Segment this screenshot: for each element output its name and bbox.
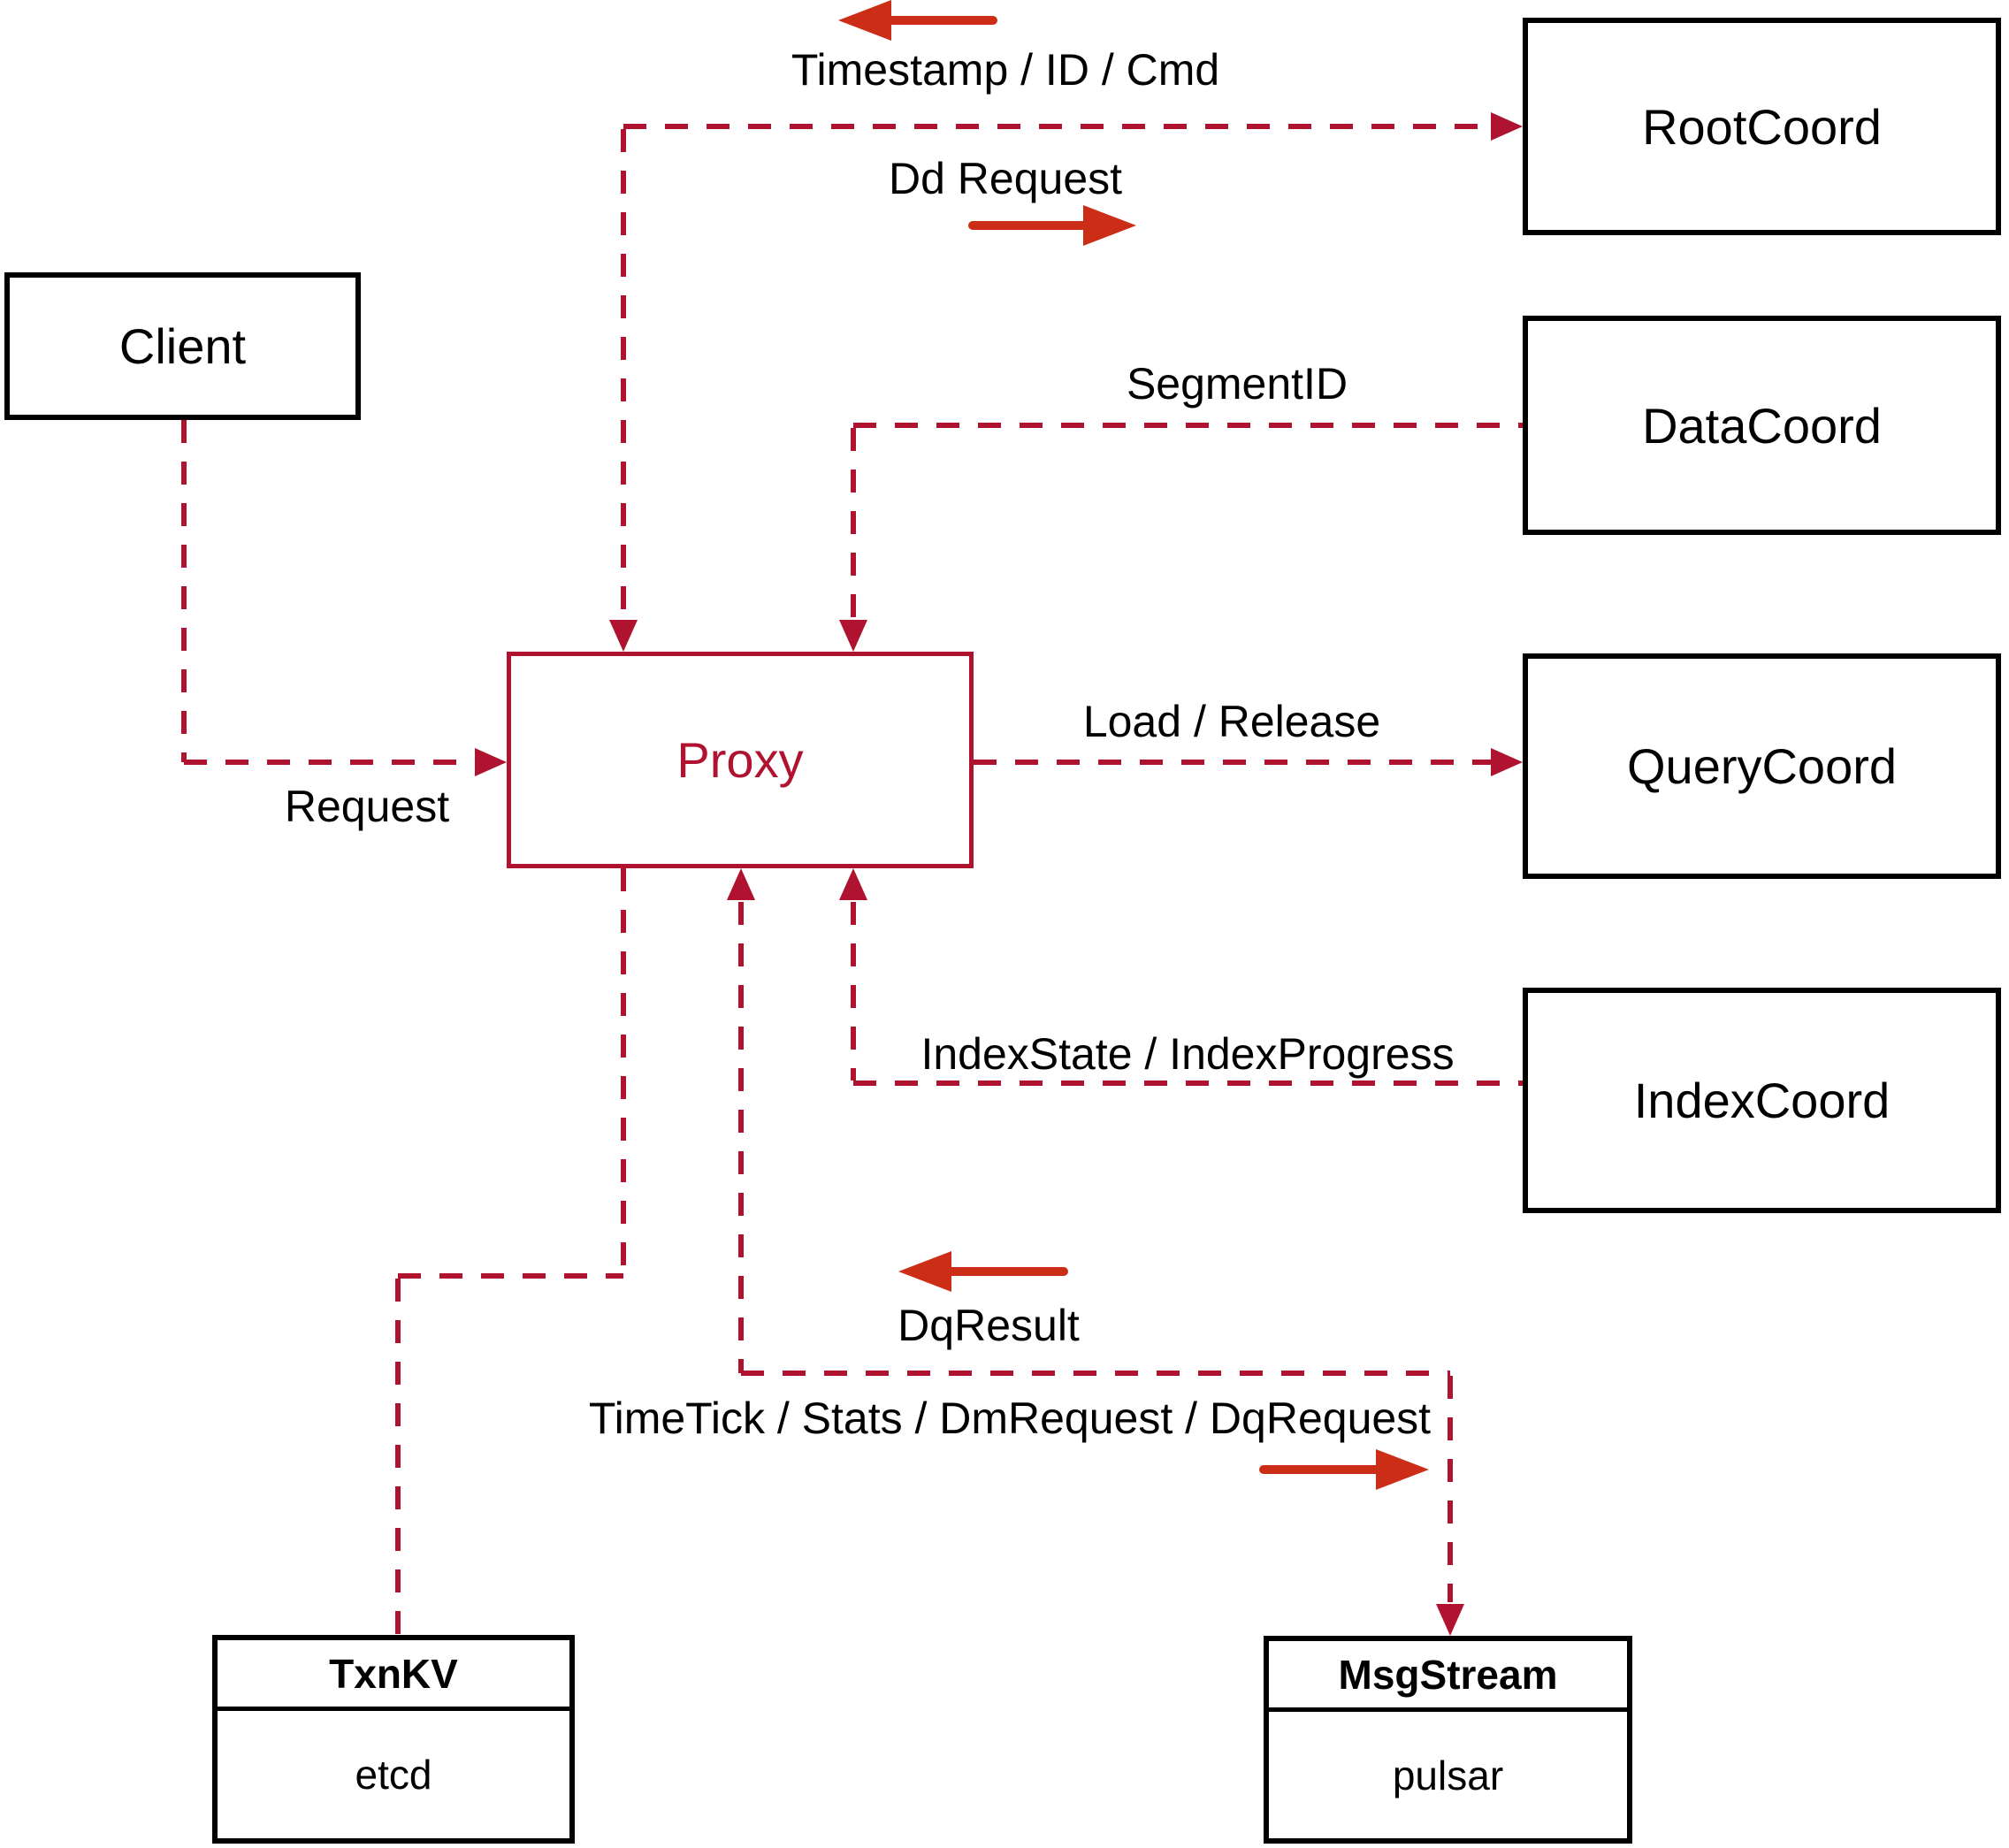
querycoord-label: QueryCoord (1626, 738, 1898, 794)
datacoord-label: DataCoord (1642, 397, 1882, 454)
msgstream-to-proxy-direction-arrow-icon (898, 1251, 1068, 1292)
datacoord-node: DataCoord (1523, 316, 2001, 535)
indexcoord-node: IndexCoord (1523, 988, 2001, 1213)
proxy-label: Proxy (676, 732, 804, 788)
txnkv-title: TxnKV (218, 1640, 569, 1711)
msgstream-node: MsgStream pulsar (1264, 1636, 1632, 1844)
edge-proxy-msgstream-vertical1 (738, 902, 744, 1373)
proxy-node: Proxy (507, 652, 974, 868)
arrowhead-into-proxy-top-left (609, 620, 638, 652)
indexcoord-label: IndexCoord (1633, 1073, 1891, 1128)
arrowhead-into-rootcoord (1491, 112, 1523, 141)
edge-proxy-msgstream-horizontal (741, 1371, 1450, 1376)
edge-proxy-txnkv-horizontal (398, 1273, 623, 1279)
rootcoord-label: RootCoord (1642, 98, 1882, 155)
edge-datacoord-proxy-vertical (851, 428, 856, 618)
edge-indexcoord-proxy-horizontal (853, 1081, 1523, 1086)
arrowhead-into-proxy-bottom-left (727, 868, 755, 900)
edge-proxy-rootcoord-horizontal (623, 124, 1491, 129)
proxy-to-msgstream-direction-arrow-icon (1259, 1449, 1429, 1490)
client-node: Client (4, 272, 361, 420)
arrowhead-into-msgstream (1436, 1604, 1464, 1636)
edge-client-proxy-horizontal (184, 760, 475, 765)
edge-proxy-querycoord-horizontal (974, 760, 1491, 765)
edge-indexcoord-proxy-vertical (851, 902, 856, 1081)
edge-label-dq-result: DqResult (898, 1301, 1080, 1350)
edge-client-proxy-vertical (181, 420, 187, 762)
edge-proxy-msgstream-vertical2 (1448, 1376, 1453, 1602)
msgstream-title: MsgStream (1269, 1641, 1627, 1712)
edge-proxy-txnkv-vertical1 (621, 868, 626, 1276)
txnkv-impl: etcd (355, 1752, 432, 1798)
edge-label-index-state: IndexState / IndexProgress (920, 1029, 1455, 1079)
arrowhead-into-proxy-left (475, 748, 507, 776)
edge-label-dd-request: Dd Request (888, 154, 1123, 203)
edge-proxy-rootcoord-vertical (621, 129, 626, 618)
rootcoord-node: RootCoord (1523, 18, 2001, 235)
edge-label-request: Request (284, 782, 450, 831)
arrowhead-into-proxy-bottom-right (839, 868, 867, 900)
txnkv-node: TxnKV etcd (212, 1635, 575, 1844)
edge-label-time-tick: TimeTick / Stats / DmRequest / DqRequest (588, 1394, 1432, 1443)
edge-label-load-release: Load / Release (1082, 697, 1381, 746)
edge-label-segment-id: SegmentID (1126, 359, 1348, 409)
client-label: Client (118, 318, 247, 374)
rootcoord-to-proxy-direction-arrow-icon (838, 0, 997, 41)
edge-proxy-txnkv-vertical2 (395, 1279, 401, 1635)
edge-datacoord-proxy-horizontal (853, 423, 1523, 428)
msgstream-impl: pulsar (1392, 1752, 1504, 1798)
querycoord-node: QueryCoord (1523, 653, 2001, 879)
arrowhead-into-querycoord (1491, 748, 1523, 776)
arrowhead-into-proxy-top-right (839, 620, 867, 652)
edge-label-timestamp-id-cmd: Timestamp / ID / Cmd (791, 45, 1220, 95)
proxy-to-rootcoord-direction-arrow-icon (968, 205, 1136, 246)
